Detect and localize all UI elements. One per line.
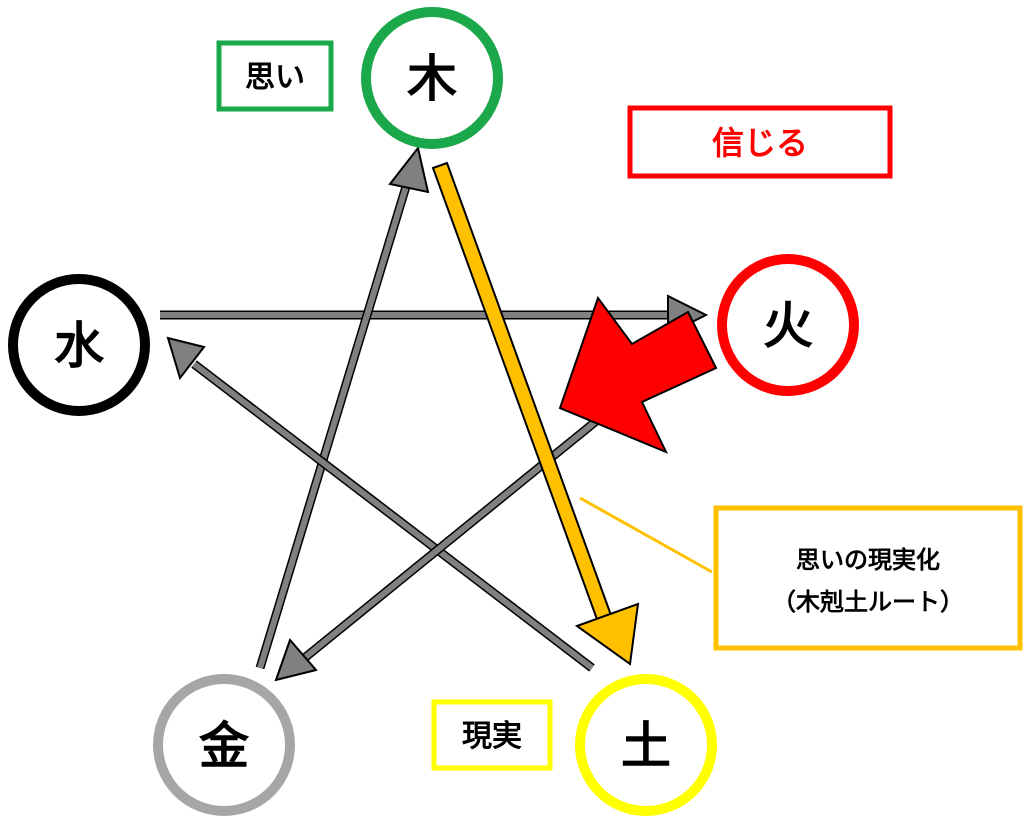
node-earth-label: 土 [621, 717, 671, 775]
route-callout-line [579, 496, 713, 574]
tag-route: 思いの現実化 （木剋土ルート） [713, 505, 1023, 651]
big-red-arrow [558, 295, 718, 454]
node-water: 水 [8, 274, 150, 416]
tag-reality-label: 現実 [462, 719, 522, 754]
tag-thought-label: 思い [245, 60, 305, 95]
node-water-label: 水 [54, 317, 105, 375]
tag-thought: 思い [216, 40, 334, 112]
arrowhead-earth-to-water [166, 336, 206, 381]
node-fire-label: 火 [763, 297, 813, 355]
node-wood-label: 木 [407, 50, 457, 108]
tag-route-line1: 思いの現実化 [796, 546, 940, 574]
node-earth: 土 [575, 674, 717, 816]
node-fire: 火 [717, 254, 859, 396]
tag-route-line2: （木剋土ルート） [772, 588, 964, 616]
arrowhead-wood-to-earth [574, 602, 640, 666]
arrowhead-fire-to-metal [274, 638, 318, 682]
tag-believe: 信じる [627, 105, 893, 179]
tag-reality: 現実 [431, 699, 553, 771]
arrowhead-metal-to-wood [388, 145, 430, 194]
node-metal: 金 [153, 674, 295, 816]
node-metal-label: 金 [199, 717, 250, 775]
tag-believe-label: 信じる [712, 124, 808, 162]
node-wood: 木 [361, 7, 503, 149]
